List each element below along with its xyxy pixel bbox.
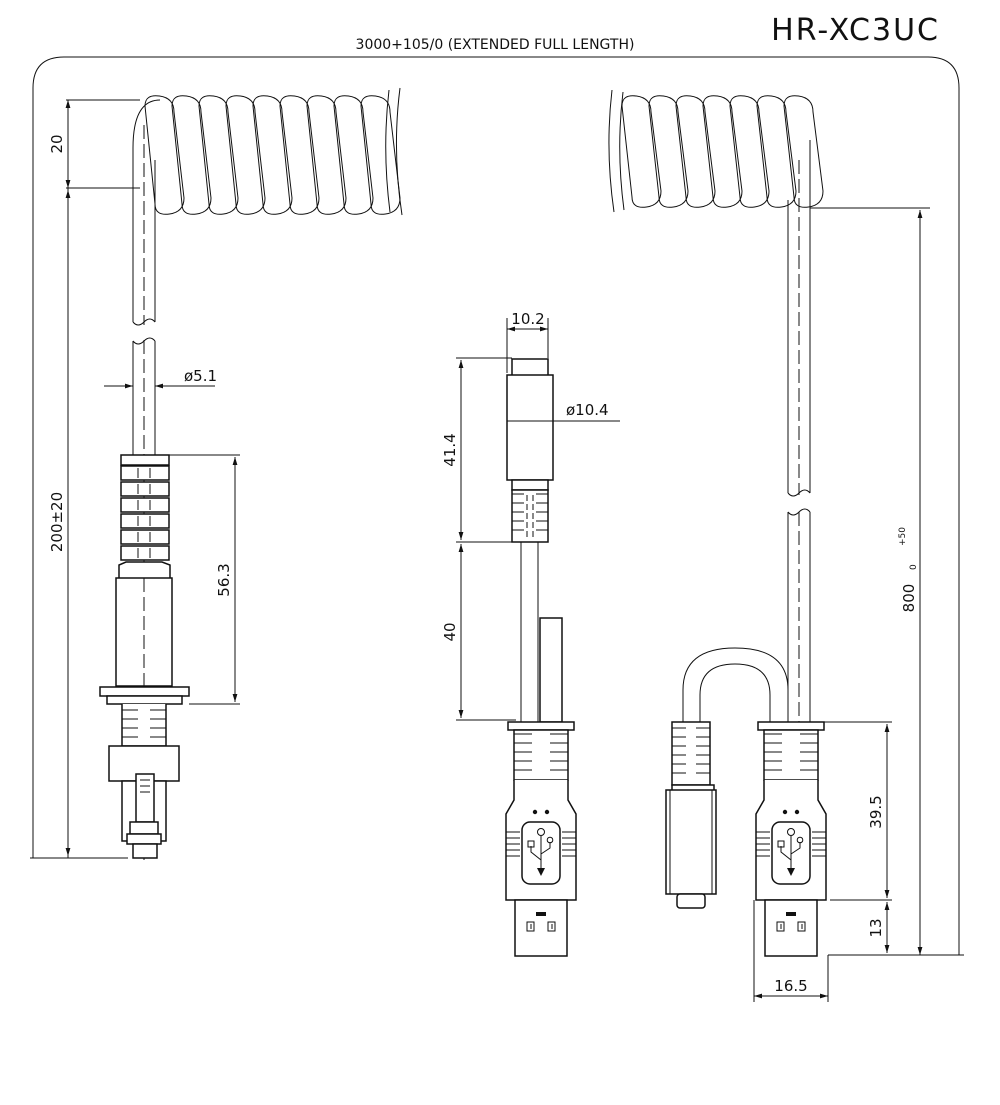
usb-plug-middle (505, 721, 577, 957)
ferrite-to-usb-label: 40 (441, 622, 459, 641)
right-cable (787, 140, 811, 722)
ferrite-diameter-dimension: ø10.4 (553, 401, 620, 422)
ferrite-width-label: 10.2 (511, 310, 544, 328)
rj-plug (108, 745, 180, 859)
usb-body-label: 39.5 (867, 795, 885, 828)
overall-length-dimension-line (32, 56, 960, 955)
rj-strain-relief (99, 454, 190, 747)
right-coil (608, 89, 824, 213)
coil-tail-dimension: 20 (48, 99, 140, 189)
ferrite-width-dimension: 10.2 (506, 310, 549, 373)
cable-diameter-label: ø5.1 (184, 367, 217, 385)
usb-logo-icon (777, 828, 804, 876)
usb-body-dimension: 39.5 (820, 721, 892, 901)
boot-length-label: 56.3 (215, 563, 233, 596)
power-tap-loop (682, 647, 789, 722)
usb-width-label: 16.5 (774, 977, 807, 995)
ferrite-length-dimension: 41.4 (441, 357, 512, 543)
usb-width-dimension: 16.5 (753, 900, 829, 1002)
ferrite-diameter-label: ø10.4 (566, 401, 609, 419)
dc-plug (665, 721, 717, 909)
ferrite-cable (520, 542, 563, 723)
boot-length-dimension: 56.3 (169, 454, 240, 705)
tail-length-lower-tol: 0 (909, 564, 919, 570)
overall-length-label: 3000+105/0 (EXTENDED FULL LENGTH) (356, 37, 635, 53)
cable-diameter-dimension: ø5.1 (104, 367, 217, 389)
plug-end-length-dimension: 200±20 (30, 188, 128, 859)
drawing-title: HR-XC3UC (771, 13, 940, 48)
tail-length-label: 800 (900, 584, 918, 613)
usb-logo-icon (527, 828, 554, 876)
plug-end-length-label: 200±20 (48, 492, 66, 552)
ferrite-core (506, 358, 554, 543)
ferrite-to-usb-dimension: 40 (441, 544, 516, 721)
ferrite-length-label: 41.4 (441, 433, 459, 466)
usb-plug-label: 13 (867, 918, 885, 937)
left-coil (132, 87, 403, 216)
tail-length-upper-tol: +50 (898, 527, 908, 546)
usb-plug-dimension: 13 (828, 902, 964, 956)
tail-length-dimension: 800 +50 0 (810, 207, 930, 955)
coil-tail-label: 20 (48, 134, 66, 153)
usb-plug-right (755, 721, 827, 957)
